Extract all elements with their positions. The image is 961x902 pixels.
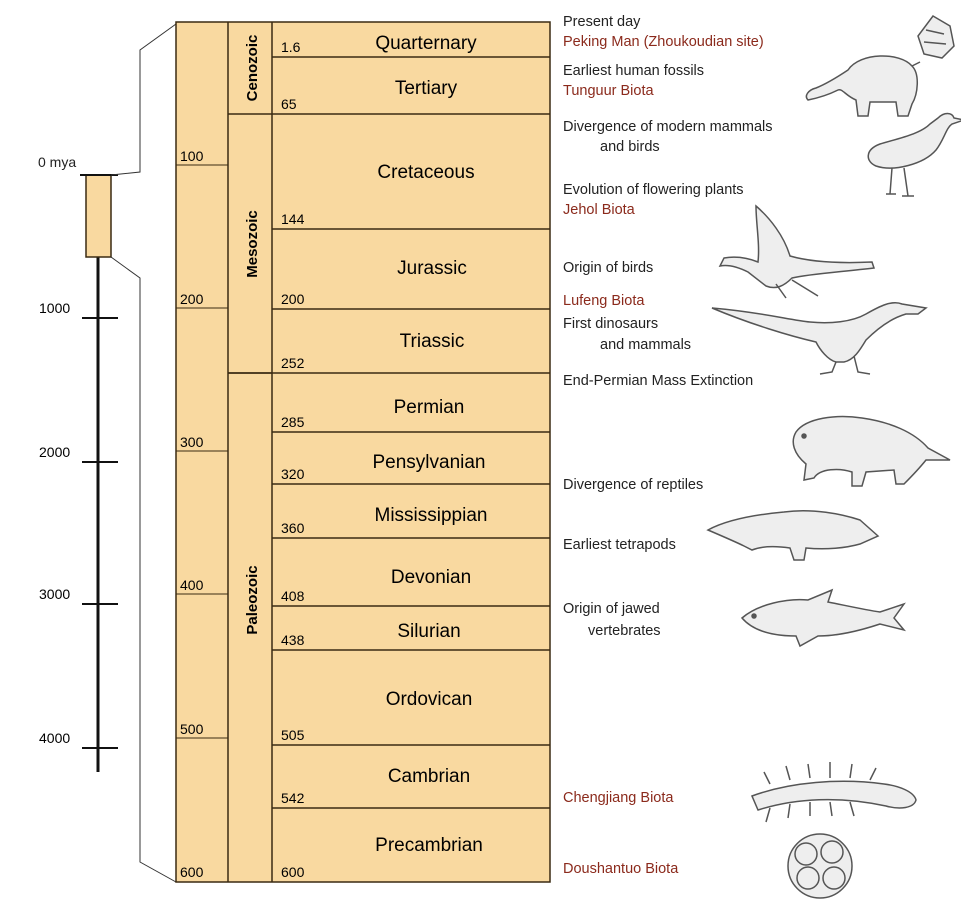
timescale-background bbox=[176, 22, 550, 882]
boundary-age-320: 320 bbox=[281, 466, 305, 482]
period-name-cretaceous: Cretaceous bbox=[377, 162, 474, 183]
scale-label-2000: 2000 bbox=[39, 444, 70, 460]
outer-tick-500: 500 bbox=[180, 721, 204, 737]
illustrations bbox=[708, 16, 961, 898]
event-text: Divergence of reptiles bbox=[563, 477, 703, 493]
boundary-age-144: 144 bbox=[281, 211, 305, 227]
boundary-age-408: 408 bbox=[281, 588, 305, 604]
period-name-pensylvanian: Pensylvanian bbox=[372, 452, 485, 473]
boundary-age-438: 438 bbox=[281, 632, 305, 648]
boundary-age-600: 600 bbox=[281, 864, 305, 880]
scale-label-3000: 3000 bbox=[39, 586, 70, 602]
event-text: Divergence of modern mammals bbox=[563, 119, 773, 135]
period-name-ordovican: Ordovican bbox=[386, 689, 473, 710]
stone-tool-icon bbox=[918, 16, 954, 58]
event-text: Origin of birds bbox=[563, 260, 653, 276]
event-text: End-Permian Mass Extinction bbox=[563, 373, 753, 389]
worm-fossil-icon bbox=[752, 762, 916, 822]
scale-zoom-box bbox=[86, 175, 111, 257]
event-text: Lufeng Biota bbox=[563, 293, 645, 309]
scale-top-label: 0 mya bbox=[38, 154, 76, 170]
dinosaur-icon bbox=[712, 303, 926, 374]
event-text: Doushantuo Biota bbox=[563, 861, 679, 877]
period-name-silurian: Silurian bbox=[397, 621, 460, 642]
boundary-age-542: 542 bbox=[281, 790, 305, 806]
boundary-age-505: 505 bbox=[281, 727, 305, 743]
era-label-cenozoic: Cenozoic bbox=[244, 35, 261, 102]
left-scale: 0 mya 1000 2000 3000 4000 bbox=[38, 24, 176, 882]
outer-tick-600: 600 bbox=[180, 864, 204, 880]
boundary-age-200: 200 bbox=[281, 291, 305, 307]
era-label-mesozoic: Mesozoic bbox=[244, 210, 261, 278]
era-label-paleozoic: Paleozoic bbox=[244, 565, 261, 634]
period-name-devonian: Devonian bbox=[391, 567, 471, 588]
period-name-tertiary: Tertiary bbox=[395, 78, 458, 99]
boundary-age-360: 360 bbox=[281, 520, 305, 536]
period-name-triassic: Triassic bbox=[400, 331, 465, 352]
outer-tick-100: 100 bbox=[180, 148, 204, 164]
fish-icon bbox=[742, 590, 904, 646]
outer-tick-200: 200 bbox=[180, 291, 204, 307]
timescale-columns: 100 200 300 400 500 600 Cenozoic Mesozoi… bbox=[176, 22, 550, 882]
elephant-icon bbox=[806, 56, 920, 116]
event-text: and mammals bbox=[600, 337, 691, 353]
reptile-icon bbox=[793, 417, 950, 486]
period-name-mississippian: Mississippian bbox=[375, 505, 488, 526]
outer-tick-400: 400 bbox=[180, 577, 204, 593]
scale-label-1000: 1000 bbox=[39, 300, 70, 316]
heron-icon bbox=[868, 114, 961, 197]
event-text: Earliest tetrapods bbox=[563, 537, 676, 553]
period-name-jurassic: Jurassic bbox=[397, 258, 467, 279]
period-name-permian: Permian bbox=[394, 397, 465, 418]
boundary-age-252: 252 bbox=[281, 355, 305, 371]
event-text: Present day bbox=[563, 14, 641, 30]
boundary-age-285: 285 bbox=[281, 414, 305, 430]
tetrapod-icon bbox=[708, 511, 878, 560]
event-text: and birds bbox=[600, 139, 660, 155]
period-name-precambrian: Precambrian bbox=[375, 835, 483, 856]
period-name-quarternary: Quarternary bbox=[375, 33, 477, 54]
event-text: Jehol Biota bbox=[563, 202, 636, 218]
event-text: Tunguur Biota bbox=[563, 83, 654, 99]
period-name-cambrian: Cambrian bbox=[388, 766, 470, 787]
event-text: Peking Man (Zhoukoudian site) bbox=[563, 34, 764, 50]
embryo-fossil-icon bbox=[788, 834, 852, 898]
boundary-age-65: 65 bbox=[281, 96, 297, 112]
feathered-dinosaur-icon bbox=[720, 206, 874, 298]
zoom-connector-top bbox=[111, 24, 176, 175]
event-text: Chengjiang Biota bbox=[563, 790, 674, 806]
event-text: First dinosaurs bbox=[563, 316, 658, 332]
zoom-connector-bottom bbox=[111, 257, 176, 882]
event-text: Evolution of flowering plants bbox=[563, 182, 744, 198]
scale-label-4000: 4000 bbox=[39, 730, 70, 746]
event-text: Earliest human fossils bbox=[563, 63, 704, 79]
outer-tick-300: 300 bbox=[180, 434, 204, 450]
boundary-age-1.6: 1.6 bbox=[281, 39, 301, 55]
event-text: Origin of jawed bbox=[563, 601, 660, 617]
event-annotations: Present day Peking Man (Zhoukoudian site… bbox=[563, 14, 773, 877]
event-text: vertebrates bbox=[588, 623, 661, 639]
